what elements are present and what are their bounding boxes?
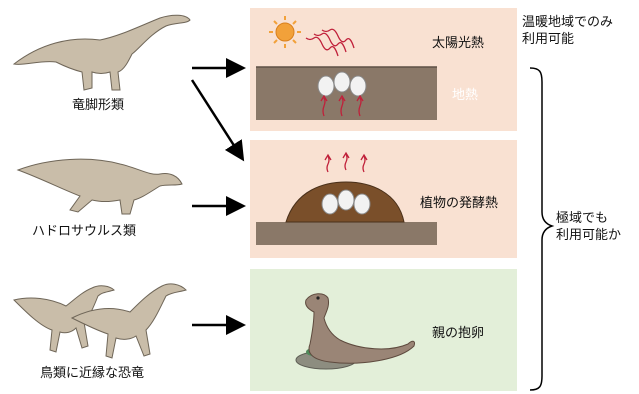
- method-label-brooding: 親の抱卵: [432, 322, 484, 341]
- method-label-fermentation: 植物の発酵熱: [420, 192, 498, 211]
- group-label-sauropodomorph: 竜脚形類: [72, 94, 124, 113]
- note-polar-line1: 極域でも: [556, 210, 621, 227]
- note-warm-line1: 温暖地域でのみ: [522, 14, 613, 31]
- method-label-sunheat: 太陽光熱: [432, 32, 484, 51]
- bird-like-dinosaur-icon: [14, 284, 186, 358]
- note-warm-only: 温暖地域でのみ 利用可能: [522, 14, 613, 48]
- arrow-sauropodomorph-to-fermentation: [192, 80, 242, 158]
- method-label-geothermal: 地熱: [452, 84, 478, 103]
- panel-sun-geothermal: [250, 8, 517, 131]
- hadrosaur-icon: [18, 159, 182, 214]
- note-warm-line2: 利用可能: [522, 31, 613, 48]
- group-label-hadrosaur: ハドロサウルス類: [32, 220, 136, 239]
- group-label-bird-like: 鳥類に近縁な恐竜: [40, 362, 144, 381]
- note-polar-line2: 利用可能か: [556, 227, 621, 244]
- note-polar: 極域でも 利用可能か: [556, 210, 621, 244]
